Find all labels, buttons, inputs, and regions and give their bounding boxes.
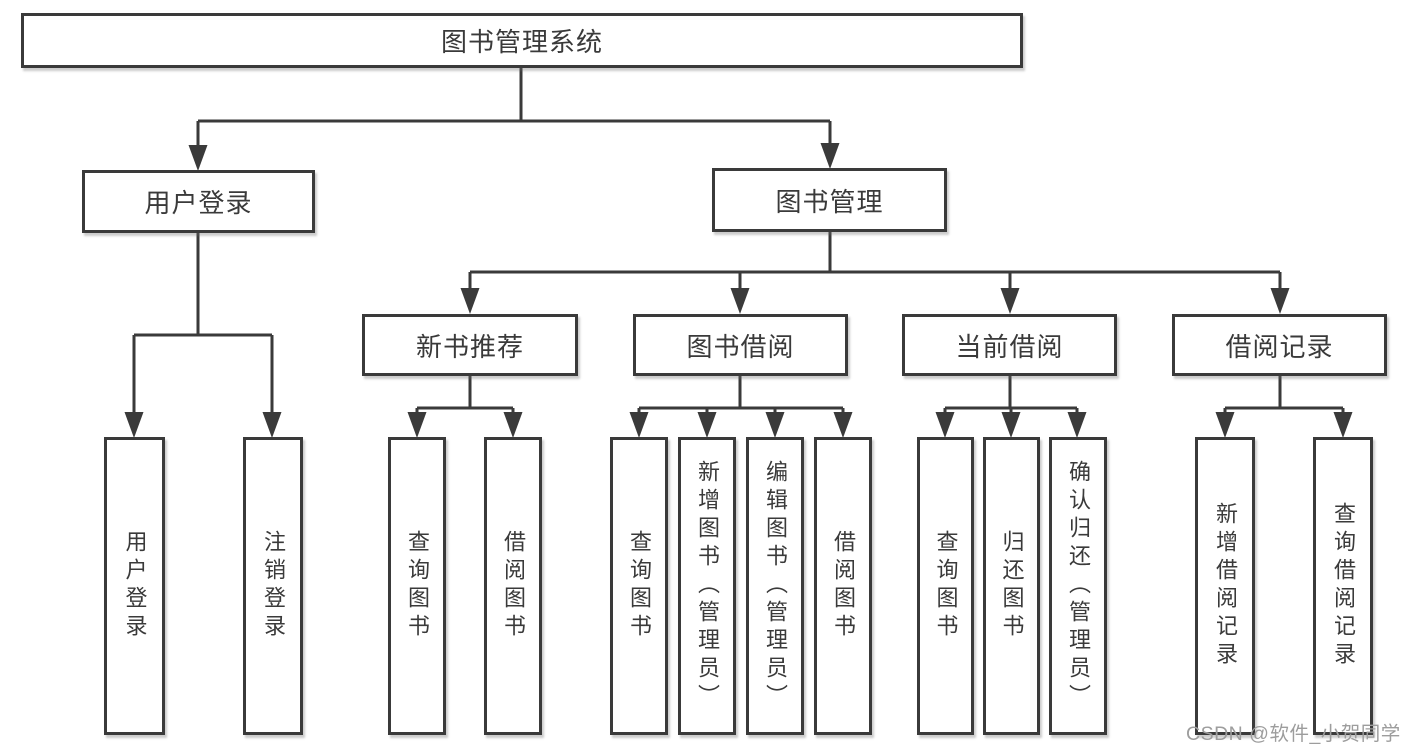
leaf-query-books-current: 查询图书 [917, 437, 974, 735]
leaf-add-borrow-record: 新增借阅记录 [1195, 437, 1255, 735]
node-new-book-recommendation: 新书推荐 [362, 314, 578, 376]
leaf-logout: 注销登录 [243, 437, 303, 735]
node-current-borrowing: 当前借阅 [902, 314, 1117, 376]
leaf-borrow-books: 借阅图书 [814, 437, 872, 735]
leaf-confirm-return-admin: 确认归还（管理员） [1049, 437, 1107, 735]
leaf-query-books-borrow: 查询图书 [610, 437, 668, 735]
leaf-user-login: 用户登录 [104, 437, 165, 735]
leaf-add-book-admin: 新增图书（管理员） [678, 437, 736, 735]
leaf-query-books-recommend: 查询图书 [388, 437, 446, 735]
node-book-management: 图书管理 [712, 168, 947, 232]
node-user-login: 用户登录 [82, 170, 315, 233]
node-book-borrowing: 图书借阅 [633, 314, 848, 376]
leaf-query-borrow-record: 查询借阅记录 [1313, 437, 1373, 735]
watermark-csdn: CSDN @软件_小贺同学 [1186, 723, 1401, 745]
node-library-management-system: 图书管理系统 [21, 13, 1023, 68]
node-borrowing-records: 借阅记录 [1172, 314, 1387, 376]
leaf-return-books: 归还图书 [983, 437, 1040, 735]
leaf-borrow-books-recommend: 借阅图书 [484, 437, 542, 735]
leaf-edit-book-admin: 编辑图书（管理员） [746, 437, 804, 735]
